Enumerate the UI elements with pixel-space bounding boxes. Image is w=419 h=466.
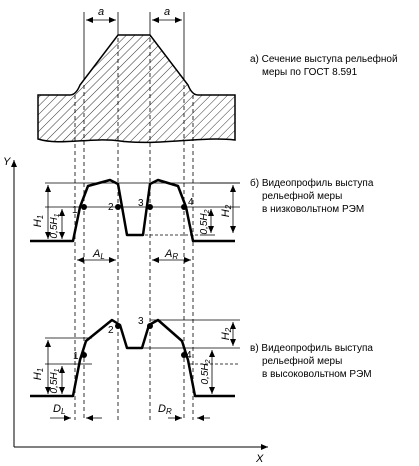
svg-text:H1: H1 [32, 368, 45, 380]
dim-a-right-label: a [164, 6, 170, 18]
DL-label: D [53, 403, 61, 415]
svg-text:AL: AL [92, 248, 105, 261]
caption-c: в) Видеопрофиль выступа рельефной меры в… [250, 342, 373, 380]
cross-section [37, 34, 236, 144]
caption-b-line-2: рельефной меры [262, 190, 342, 202]
profile-b-curve [30, 178, 235, 243]
caption-c-line-3: в высоковольтном РЭМ [262, 369, 372, 380]
H1-label-c: H [32, 372, 44, 380]
profile-b-dims [45, 182, 240, 263]
svg-text:DL: DL [53, 403, 65, 416]
svg-text:0,5H1: 0,5H1 [49, 213, 61, 238]
point-2-b [115, 204, 121, 210]
svg-text:AR: AR [164, 248, 178, 261]
axes [11, 160, 268, 450]
svg-text:0,5H1: 0,5H1 [49, 368, 61, 393]
point-1-b [81, 204, 87, 210]
profile-c-dims [45, 319, 240, 421]
H2-label-b: H [220, 209, 232, 217]
point-4-c [181, 352, 187, 358]
profile-c-points [81, 323, 187, 358]
point-1-c [81, 352, 87, 358]
svg-text:DR: DR [158, 403, 172, 416]
profile-low-voltage [30, 178, 235, 243]
dim-a [83, 12, 185, 80]
caption-a-line-2: меры по ГОСТ 8.591 [262, 67, 358, 78]
half-H2-label-b: 0,5H [199, 213, 210, 235]
point-label-1-b: 1 [72, 205, 78, 216]
point-label-3-c: 3 [138, 316, 144, 327]
y-axis-label: Y [3, 156, 11, 168]
H1-label-b: H [32, 219, 44, 227]
half-H1-label-c: 0,5H [49, 372, 60, 394]
profile-b-dim-labels: H1 0,5H1 0,5H2 H2 [32, 204, 233, 238]
point-label-4-c: 4 [186, 350, 192, 361]
H2-label-c: H [220, 332, 232, 340]
caption-a-line-1: а) Сечение выступа рельефной [250, 53, 398, 65]
profile-c-dim-labels: H1 0,5H1 H2 0,5H2 [32, 327, 233, 393]
point-label-3-b: 3 [138, 198, 144, 209]
profile-b-points [81, 204, 187, 210]
svg-text:0,5H2: 0,5H2 [199, 209, 211, 234]
point-label-2-c: 2 [108, 325, 114, 336]
AR-label: A [164, 248, 172, 260]
point-label-1-c: 1 [73, 351, 79, 362]
caption-a: а) Сечение выступа рельефной меры по ГОС… [250, 53, 398, 78]
svg-text:H2: H2 [220, 204, 233, 217]
caption-b-line-1: б) Видеопрофиль выступа [250, 177, 374, 189]
DR-label: D [158, 403, 166, 415]
caption-b-line-3: в низковольтном РЭМ [262, 204, 364, 215]
point-4-b [181, 204, 187, 210]
caption-c-line-1: в) Видеопрофиль выступа [250, 342, 373, 354]
svg-text:H1: H1 [32, 215, 45, 227]
projection-lines [74, 38, 194, 420]
caption-b: б) Видеопрофиль выступа рельефной меры в… [250, 177, 374, 215]
x-axis-label: X [255, 453, 264, 465]
point-3-c [147, 323, 153, 329]
dim-a-left-label: a [98, 6, 104, 18]
cross-section-shape [37, 34, 236, 144]
point-label-2-b: 2 [108, 202, 114, 213]
svg-text:H2: H2 [220, 327, 233, 340]
half-H1-label-b: 0,5H [49, 217, 60, 239]
point-label-4-b: 4 [188, 197, 194, 208]
svg-text:0,5H2: 0,5H2 [200, 359, 212, 384]
AL-label: A [92, 248, 100, 260]
point-3-b [147, 204, 153, 210]
caption-c-line-2: рельефной меры [262, 355, 342, 367]
half-H2-label-c: 0,5H [200, 363, 211, 385]
point-2-c [115, 323, 121, 329]
